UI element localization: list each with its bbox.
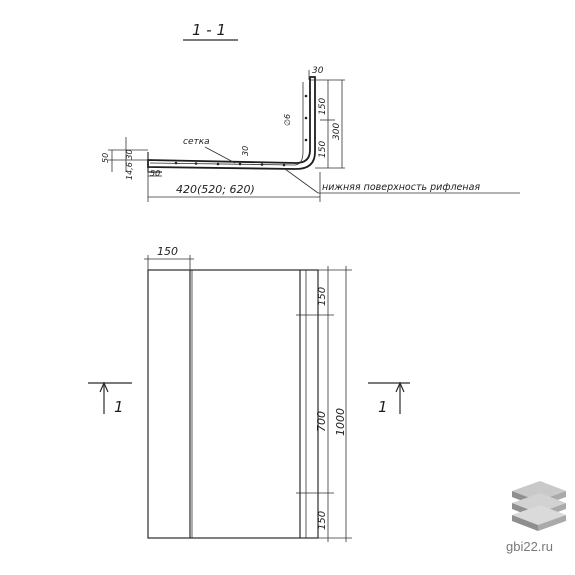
section-marker-left — [88, 381, 132, 414]
dim-width: 420(520; 620) — [176, 183, 255, 196]
section-left-dims — [108, 137, 148, 172]
dim-plan-150-top: 150 — [317, 287, 328, 306]
section-mark-right-label: 1 — [378, 398, 388, 416]
section-title: 1 - 1 — [192, 21, 226, 39]
section-bottom-dims — [147, 172, 321, 202]
dim-300: 300 — [332, 123, 342, 140]
dim-150-upper: 150 — [318, 98, 328, 115]
dim-rebar-dia: ∅6 — [283, 114, 292, 126]
section-mark-left-label: 1 — [114, 398, 124, 416]
bottom-surface-leader — [284, 168, 319, 194]
label-setka: сетка — [183, 137, 210, 147]
plan-top-dim — [144, 255, 194, 270]
label-bottom-surface: нижняя поверхность рифленая — [322, 182, 480, 193]
dim-30-mid: 30 — [241, 146, 250, 156]
section-marker-right — [368, 381, 410, 414]
dim-150-lower: 150 — [318, 141, 328, 158]
dim-50-left: 50 — [101, 153, 110, 163]
dim-plan-1000: 1000 — [334, 408, 347, 436]
section-vertical-dims — [308, 70, 345, 169]
dim-50-bottom: 50 — [150, 169, 160, 178]
dim-14-30: 14,6 30 — [125, 149, 134, 180]
plan-outline — [147, 269, 319, 539]
section-profile — [147, 76, 316, 173]
plan-right-dims — [310, 266, 352, 542]
dim-plan-top-150: 150 — [157, 245, 178, 258]
setka-leader — [204, 146, 236, 164]
stacked-slabs-icon — [512, 481, 566, 531]
rebar-dots — [174, 94, 308, 167]
dim-plan-700: 700 — [315, 411, 328, 432]
watermark-text: gbi22.ru — [506, 539, 553, 554]
dim-plan-150-bottom: 150 — [317, 511, 328, 530]
dim-top-offset: 30 — [312, 66, 324, 76]
